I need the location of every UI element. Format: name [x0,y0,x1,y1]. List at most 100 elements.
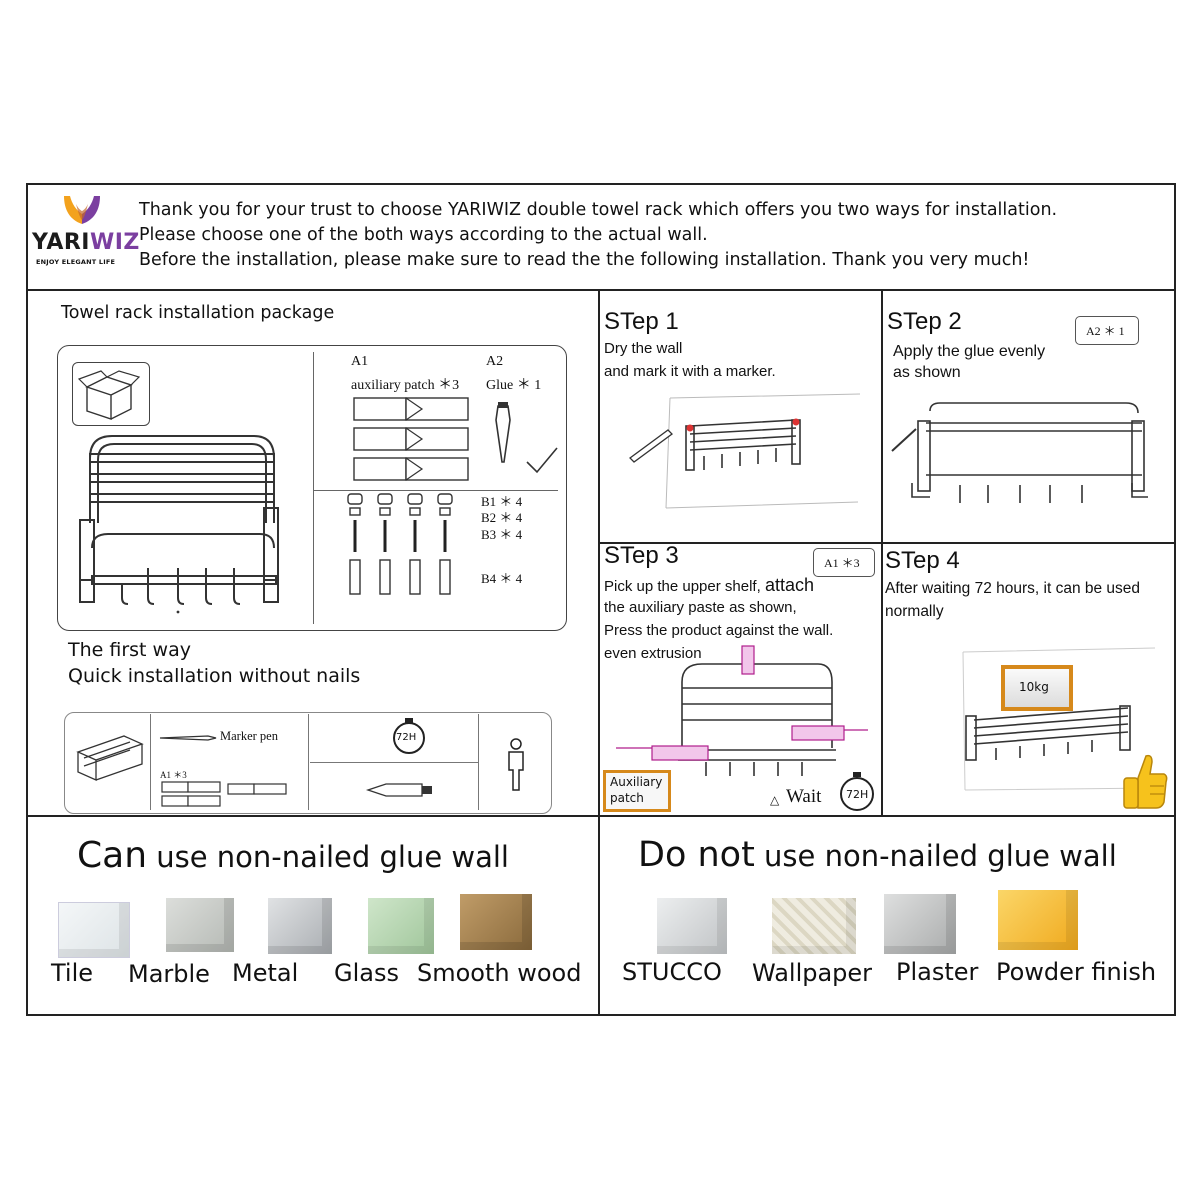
package-vertical-divider [313,352,314,624]
a2-label: Glue ＊ 1 [486,378,542,393]
cannot-title-bold: Do not [638,835,755,875]
frame-right [1174,183,1176,1016]
glass-swatch [368,898,434,954]
step3-line1b: attach [764,575,814,595]
can-item-metal: Metal [232,959,299,987]
small-patches-icon [161,781,287,807]
a1-code: A1 [351,354,369,369]
cannot-title-rest: use non-nailed glue wall [754,839,1117,873]
step3-badge-text: A1 ＊3 [824,556,860,570]
a1-small-label: A1 ＊3 [160,770,187,780]
can-title-bold: Can [77,835,148,876]
step1-line1: Dry the wall [604,340,683,357]
wait-icon: △ [770,793,780,807]
first-way-divider-c [478,714,479,810]
brand-logo: YARIWIZ ENJOY ELEGANT LIFE [30,190,139,276]
thumbs-up-icon [1123,754,1168,809]
step3-stopwatch-label: 72H [846,788,869,801]
a1-label: auxiliary patch ＊3 [351,378,460,393]
step2-title: STep 2 [887,308,962,335]
divider-header [26,289,1176,291]
step3-line3: Press the product against the wall. [604,622,834,639]
step2-illustration [891,402,1148,503]
first-way-divider-b [308,714,309,810]
b1-label: B1 ＊ 4 [481,494,523,509]
first-way-panel [64,712,552,814]
step2-badge-text: A2 ＊ 1 [1086,324,1125,338]
divider-steps-vertical [881,289,883,816]
stopwatch-label: 72H [396,732,417,743]
can-item-glass: Glass [334,959,399,987]
step3-line4: even extrusion [604,645,702,662]
step1-illustration [629,393,861,509]
cannot-section-title: Do not use non-nailed glue wall [638,835,1117,875]
marker-pen-icon [159,735,217,741]
stucco-swatch [657,898,727,954]
cannot-item-stucco: STUCCO [622,958,722,986]
package-title: Towel rack installation package [61,303,335,323]
checkmark-icon [526,447,558,474]
brand-logo-icon [64,196,100,224]
can-item-marble: Marble [128,960,210,988]
step4-line1: After waiting 72 hours, it can be used [885,580,1141,597]
package-panel [57,345,567,631]
plaster-swatch [884,894,956,954]
brand-name: YARIWIZ [32,230,140,255]
step4-line2: normally [885,603,944,620]
cannot-item-wallpaper: Wallpaper [752,959,873,987]
b2-label: B2 ＊ 4 [481,510,523,525]
divider-steps-horizontal [598,542,1176,544]
weight-box: 10kg [1001,665,1073,711]
frame-top [26,183,1176,185]
step4-wall-lines [962,647,1156,791]
metal-swatch [268,898,332,954]
can-title-rest: use non-nailed glue wall [147,840,509,874]
brand-tagline: ENJOY ELEGANT LIFE [36,258,116,266]
b3-label: B3 ＊ 4 [481,527,523,542]
step3-line1: Pick up the upper shelf, attach [604,575,814,596]
frame-left [26,183,28,1016]
a2-code: A2 [486,354,504,369]
stopwatch-icon [393,718,425,754]
mini-rack-icon [76,735,144,782]
glue-tube-horizontal-icon [365,783,432,797]
intro-line-3: Before the installation, please make sur… [139,250,1030,270]
first-way-divider-d [310,762,478,763]
brand-name-part1: YARI [32,230,90,255]
step2-badge: A2 ＊ 1 [1075,316,1139,345]
frame-bottom [26,1014,1176,1016]
wallpaper-swatch [772,898,856,954]
cannot-item-powder-finish: Powder finish [996,958,1157,986]
auxiliary-patches-illustration [353,397,469,481]
step1-line2: and mark it with a marker. [604,363,776,380]
step2-line1: Apply the glue evenly [893,343,1046,360]
weight-label: 10kg [1019,680,1049,694]
cannot-item-plaster: Plaster [896,958,979,986]
step3-badge: A1 ＊3 [813,548,875,577]
auxiliary-patch-callout: Auxiliary patch [603,770,671,812]
package-horizontal-divider [313,490,558,491]
divider-mid-vertical [598,289,600,1016]
first-way-divider-a [150,714,151,810]
powder-finish-swatch [998,890,1078,950]
auxiliary-patch-line1: Auxiliary [610,775,663,789]
auxiliary-patch-line2: patch [610,791,644,805]
brand-name-part2: WIZ [89,230,140,255]
intro-line-1: Thank you for your trust to choose YARIW… [139,200,1058,220]
tile-swatch [58,902,130,958]
step3-line1a: Pick up the upper shelf, [604,578,765,595]
screws-illustration [347,493,453,595]
step4-title: STep 4 [885,547,960,574]
step1-title: STep 1 [604,308,679,335]
wood-swatch [460,894,532,950]
box-icon [72,362,150,426]
can-item-wood: Smooth wood [417,959,582,987]
first-way-title: The first way [68,639,191,661]
marble-swatch [166,898,234,952]
person-icon [508,738,524,791]
step3-line2: the auxiliary paste as shown, [604,599,797,616]
step3-stopwatch-icon [840,772,874,811]
step4-rack-illustration [965,705,1131,761]
b4-label: B4 ＊ 4 [481,571,523,586]
glue-tube-icon [495,402,511,463]
